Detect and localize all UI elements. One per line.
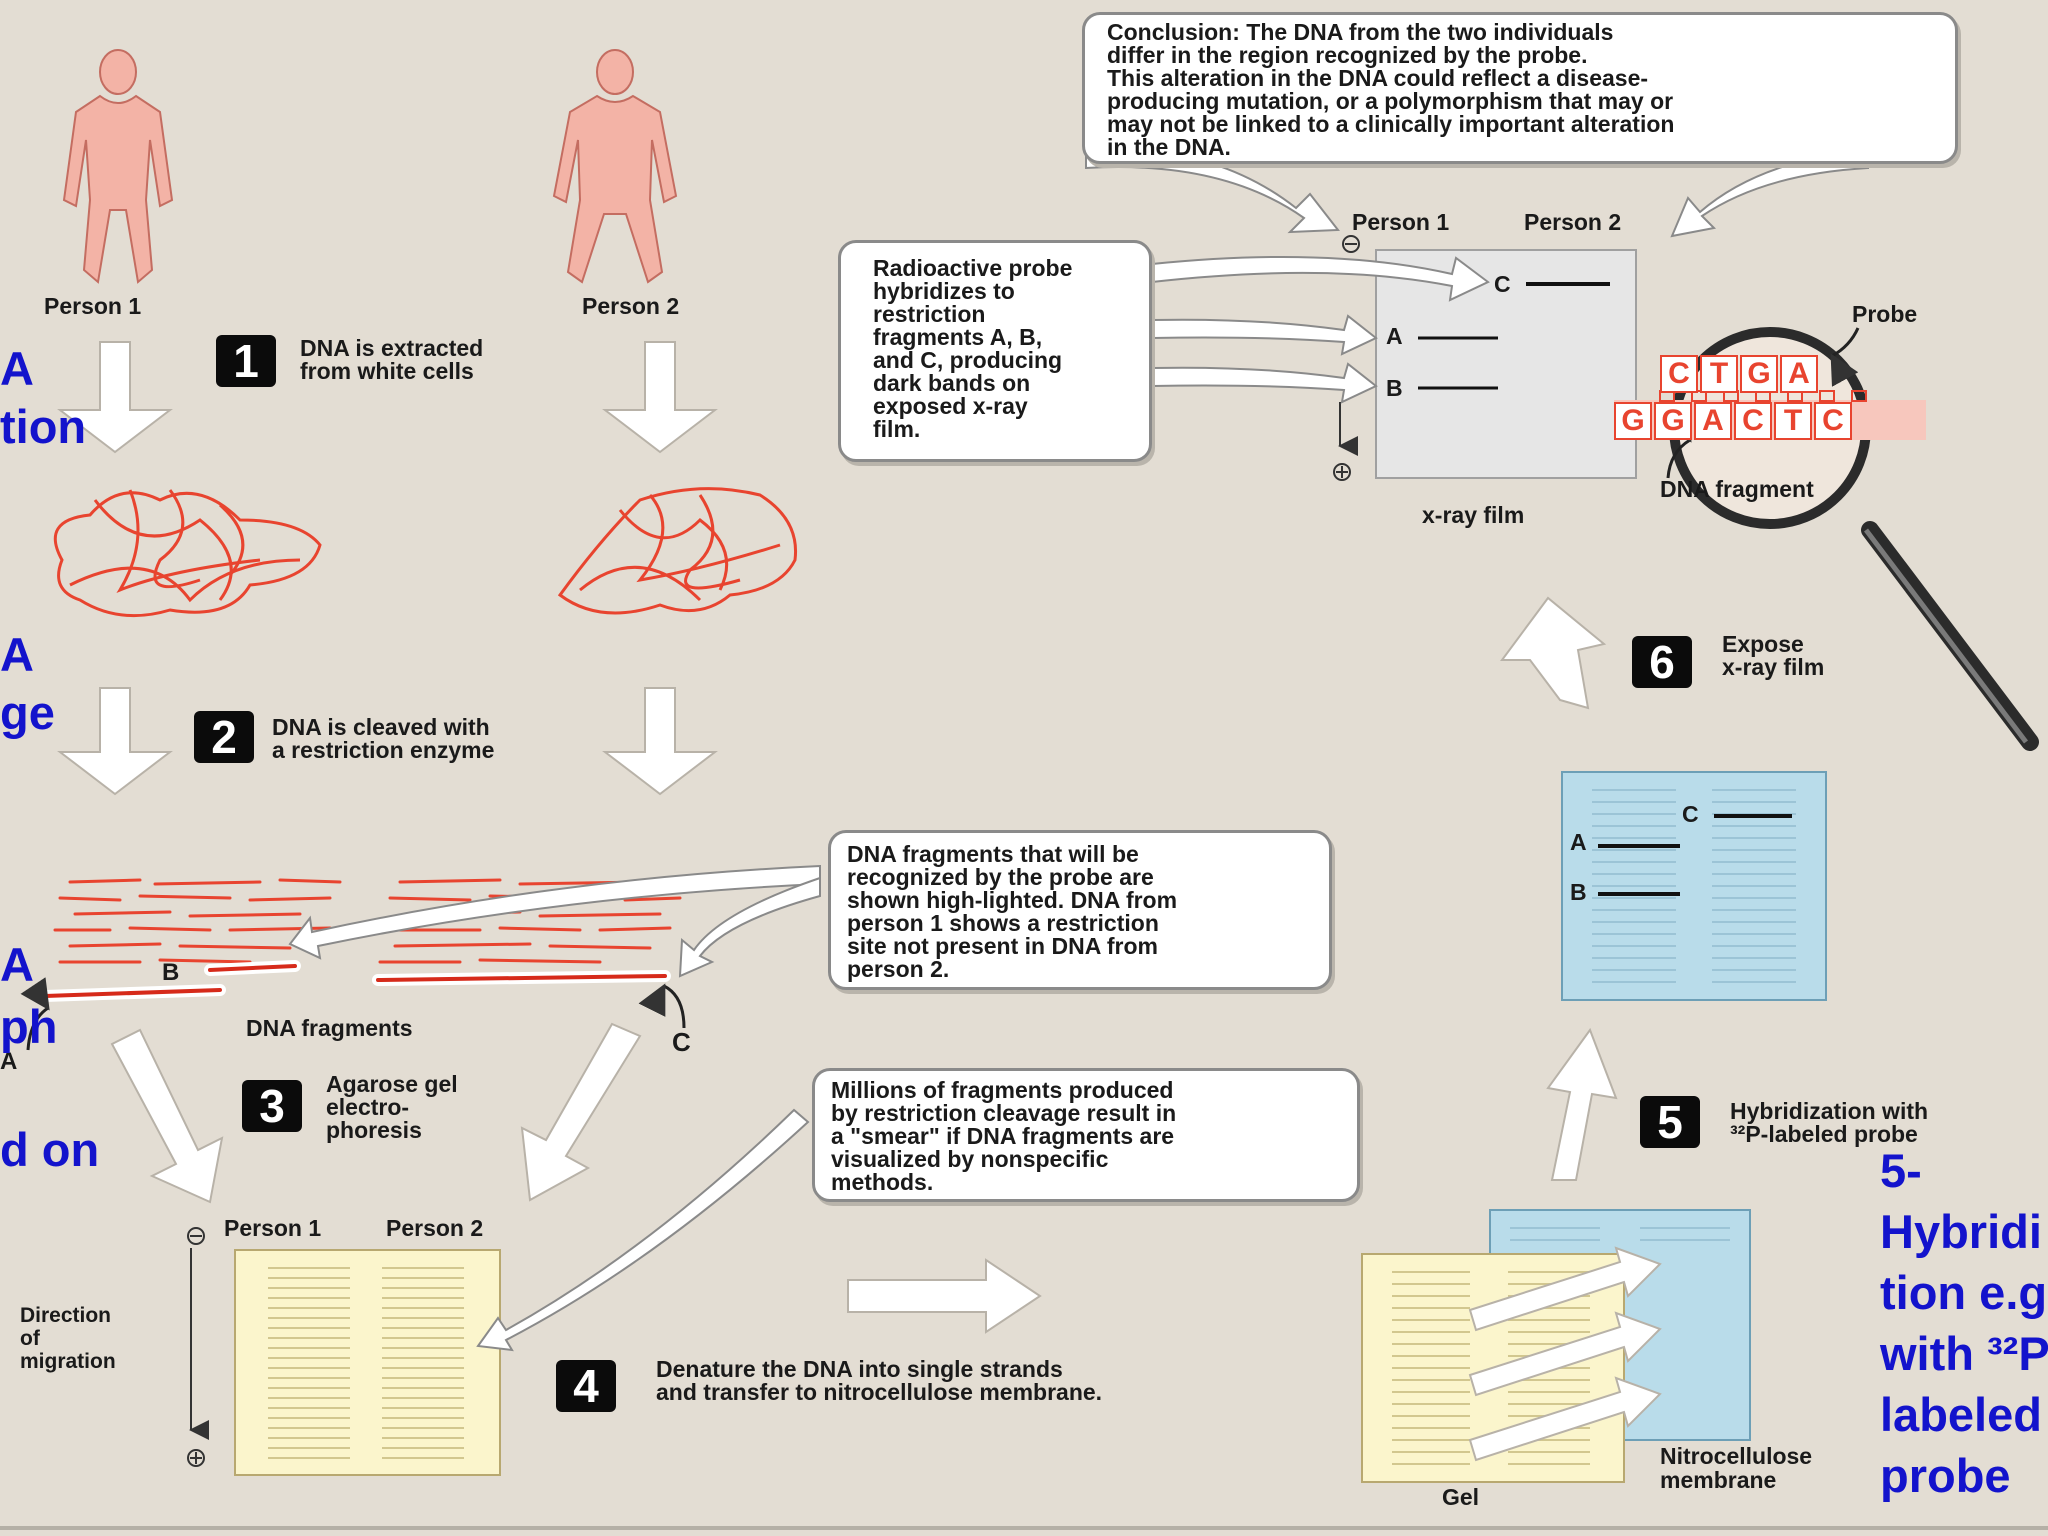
step-6-badge: 6	[1632, 636, 1692, 688]
conclusion-callout: Conclusion: The DNA from the two individ…	[1082, 12, 1958, 164]
step-4-badge: 4	[556, 1360, 616, 1412]
person-1-figure	[62, 49, 174, 284]
tangled-dna-person-2	[557, 487, 798, 615]
fragment-a-label: A	[0, 1048, 18, 1075]
probe-pointer	[1830, 327, 1860, 387]
dna-base: G	[1654, 402, 1692, 440]
hybridized-membrane	[1561, 771, 1827, 1001]
highlighted-fragments	[39, 960, 671, 1002]
dna-base: T	[1774, 402, 1812, 440]
dna-base: A	[1694, 402, 1732, 440]
dna-fragment-pointer	[1663, 409, 1692, 479]
direction-of-migration-label: Direction of migration	[20, 1304, 116, 1373]
membrane-band-c-label: C	[1682, 801, 1699, 827]
transfer-arrows	[1468, 1246, 1662, 1462]
xray-film-label: x-ray film	[1422, 502, 1525, 528]
dna-fragment-label: DNA fragment	[1660, 476, 1814, 502]
step-5-badge: 5	[1640, 1096, 1700, 1148]
xray-band-b-label: B	[1386, 375, 1403, 401]
flow-arrows	[57, 341, 1618, 1334]
probe-base: T	[1700, 355, 1738, 393]
step-1-badge: 1	[216, 335, 276, 387]
step-3-badge: 3	[242, 1080, 302, 1132]
probe-sequence: C T G A	[1660, 355, 1818, 393]
xray-person-2-label: Person 2	[1524, 209, 1622, 235]
dna-fragments-person-1	[53, 878, 342, 964]
fragment-a-pointer	[20, 977, 50, 1051]
probe-base: A	[1780, 355, 1818, 393]
probe-base: G	[1740, 355, 1778, 393]
dna-base: C	[1814, 402, 1852, 440]
dna-base: C	[1734, 402, 1772, 440]
probe-base: C	[1660, 355, 1698, 393]
person-1-label: Person 1	[44, 293, 142, 319]
gel-person-2-label: Person 2	[386, 1215, 484, 1241]
fragment-c-label: C	[672, 1027, 691, 1057]
fragment-c-pointer	[638, 983, 686, 1029]
dna-base: G	[1614, 402, 1652, 440]
left-blue-text-4: d on	[0, 1123, 100, 1176]
xray-film	[1333, 235, 1637, 481]
gel-label: Gel	[1442, 1484, 1480, 1510]
tangled-dna-person-1	[53, 489, 322, 618]
nitrocellulose-membrane-label: Nitrocellulose membrane	[1660, 1443, 1813, 1493]
dna-fragment-sequence: G G A C T C	[1614, 402, 1852, 440]
xray-person-1-label: Person 1	[1352, 209, 1450, 235]
migration-direction-arrow	[187, 1227, 209, 1467]
membrane-band-a-label: A	[1570, 829, 1587, 855]
step-2-badge: 2	[194, 711, 254, 763]
probe-label: Probe	[1852, 301, 1918, 327]
xray-band-c-label: C	[1494, 271, 1511, 297]
dna-fragments-label: DNA fragments	[246, 1015, 413, 1041]
person-2-figure	[552, 49, 678, 284]
person-2-label: Person 2	[582, 293, 680, 319]
gel-person-1-label: Person 1	[224, 1215, 322, 1241]
fragment-b-label: B	[162, 959, 180, 986]
membrane-band-b-label: B	[1570, 879, 1587, 905]
xray-band-a-label: A	[1386, 323, 1403, 349]
agarose-gel	[234, 1249, 501, 1476]
